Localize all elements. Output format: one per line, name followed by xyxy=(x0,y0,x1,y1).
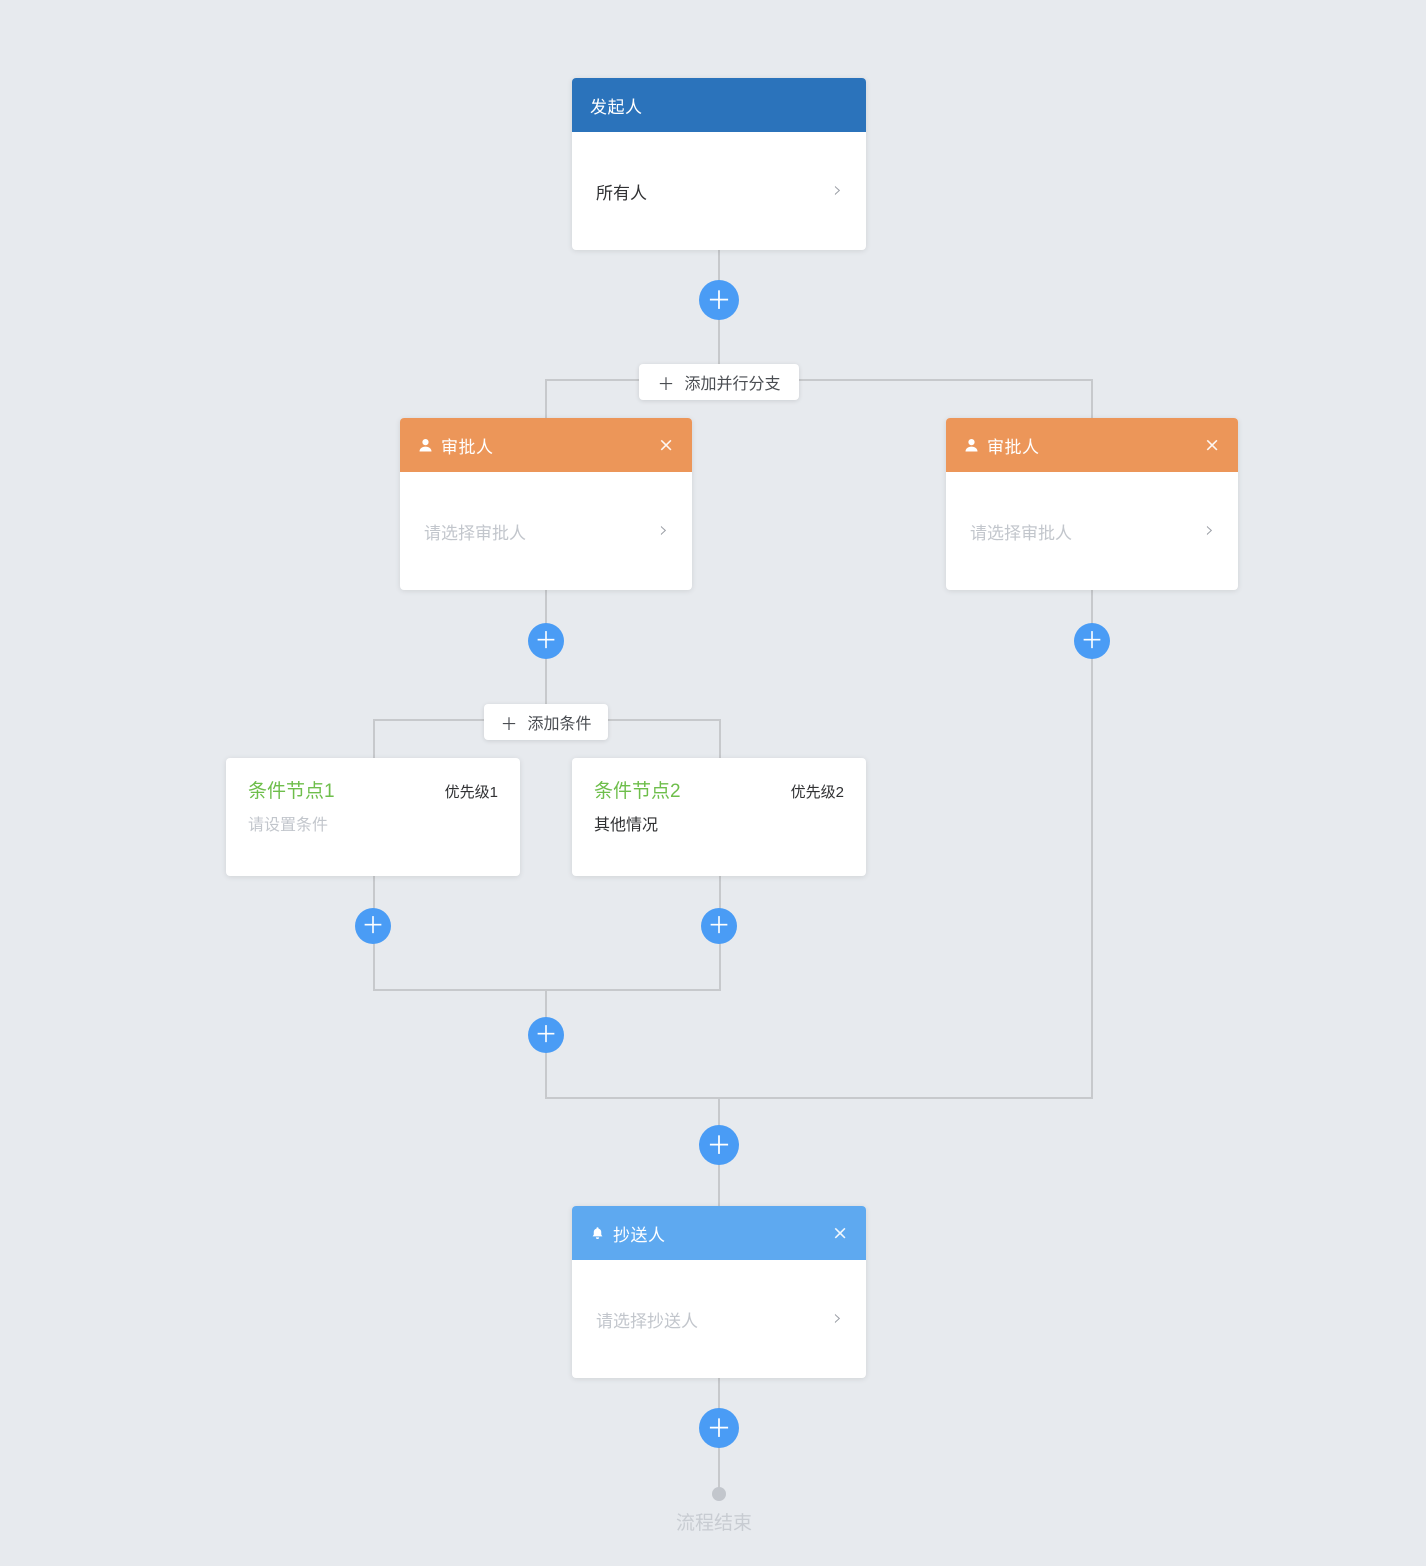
approver-node-2[interactable]: 审批人 × 请选择审批人 › xyxy=(946,418,1238,590)
connector-parallel-merge-horizontal xyxy=(545,1097,1093,1099)
add-node-button-after-approver-1[interactable]: ＋ xyxy=(528,623,564,659)
condition-node-1-top: 条件节点1 优先级1 xyxy=(248,776,498,803)
condition-node-1-priority: 优先级1 xyxy=(444,784,498,801)
connector-condition-2-drop xyxy=(719,719,721,759)
approver-node-2-header: 审批人 × xyxy=(946,418,1238,472)
close-icon[interactable]: × xyxy=(658,433,674,456)
initiator-node[interactable]: 发起人 所有人 › xyxy=(572,78,866,250)
condition-node-1[interactable]: 条件节点1 优先级1 请设置条件 xyxy=(226,758,520,876)
plus-icon: ＋ xyxy=(706,1413,732,1443)
plus-icon: ＋ xyxy=(534,627,558,654)
cc-node-title: 抄送人 xyxy=(613,1225,666,1245)
close-icon[interactable]: × xyxy=(832,1221,848,1244)
add-parallel-branch-label: 添加并行分支 xyxy=(684,376,781,393)
cc-node[interactable]: 抄送人 × 请选择抄送人 › xyxy=(572,1206,866,1378)
approver-node-1-header: 审批人 × xyxy=(400,418,692,472)
connector-condition-merge-horizontal xyxy=(373,989,721,991)
connector-condition-1-drop xyxy=(373,719,375,759)
condition-node-1-title: 条件节点1 xyxy=(248,781,335,802)
chevron-right-icon: › xyxy=(659,518,668,543)
plus-icon: ＋ xyxy=(706,1130,732,1160)
add-node-button-after-approver-2[interactable]: ＋ xyxy=(1074,623,1110,659)
add-node-button-after-condition-2[interactable]: ＋ xyxy=(701,908,737,944)
user-icon xyxy=(418,438,433,453)
plus-icon: ＋ xyxy=(657,374,675,395)
chevron-right-icon: › xyxy=(833,178,842,203)
add-node-button-after-condition-1[interactable]: ＋ xyxy=(355,908,391,944)
add-parallel-branch-button[interactable]: ＋ 添加并行分支 xyxy=(639,364,799,400)
connector-parallel-right-drop xyxy=(1091,379,1093,419)
user-icon xyxy=(964,438,979,453)
add-condition-label: 添加条件 xyxy=(527,716,592,733)
plus-icon: ＋ xyxy=(534,1021,558,1048)
add-node-button-after-condition-merge[interactable]: ＋ xyxy=(528,1017,564,1053)
add-condition-button[interactable]: ＋ 添加条件 xyxy=(484,704,608,740)
cc-node-body[interactable]: 请选择抄送人 › xyxy=(572,1260,866,1378)
initiator-value: 所有人 xyxy=(596,183,647,203)
connector-parallel-split-horizontal xyxy=(545,379,1092,381)
initiator-node-header: 发起人 xyxy=(572,78,866,132)
approver-node-1-body[interactable]: 请选择审批人 › xyxy=(400,472,692,590)
plus-icon: ＋ xyxy=(707,912,731,939)
approver-node-1-placeholder: 请选择审批人 xyxy=(424,523,526,543)
end-node-label: 流程结束 xyxy=(676,1513,753,1534)
cc-node-header: 抄送人 × xyxy=(572,1206,866,1260)
plus-icon: ＋ xyxy=(500,714,518,735)
condition-node-2-text: 其他情况 xyxy=(594,817,659,834)
close-icon[interactable]: × xyxy=(1204,433,1220,456)
approver-node-2-placeholder: 请选择审批人 xyxy=(970,523,1072,543)
add-node-button-after-parallel-merge[interactable]: ＋ xyxy=(699,1125,739,1165)
chevron-right-icon: › xyxy=(1205,518,1214,543)
chevron-right-icon: › xyxy=(833,1306,842,1331)
approver-node-2-title: 审批人 xyxy=(987,437,1040,457)
condition-node-2-priority: 优先级2 xyxy=(790,784,844,801)
condition-node-2-title: 条件节点2 xyxy=(594,781,681,802)
end-node-dot xyxy=(712,1487,726,1501)
connector-approver-right-to-parallel-merge xyxy=(1091,590,1093,1099)
add-node-button-after-cc[interactable]: ＋ xyxy=(699,1408,739,1448)
approver-node-1[interactable]: 审批人 × 请选择审批人 › xyxy=(400,418,692,590)
condition-node-2-top: 条件节点2 优先级2 xyxy=(594,776,844,803)
plus-icon: ＋ xyxy=(706,285,732,315)
approver-node-1-title: 审批人 xyxy=(441,437,494,457)
plus-icon: ＋ xyxy=(361,912,385,939)
cc-node-placeholder: 请选择抄送人 xyxy=(596,1311,698,1331)
condition-node-2[interactable]: 条件节点2 优先级2 其他情况 xyxy=(572,758,866,876)
connector-parallel-left-drop xyxy=(545,379,547,419)
condition-node-1-text: 请设置条件 xyxy=(248,817,329,834)
initiator-node-title: 发起人 xyxy=(590,97,643,117)
plus-icon: ＋ xyxy=(1080,627,1104,654)
add-node-button-after-initiator[interactable]: ＋ xyxy=(699,280,739,320)
approver-node-2-body[interactable]: 请选择审批人 › xyxy=(946,472,1238,590)
bell-icon xyxy=(590,1226,605,1241)
initiator-node-body[interactable]: 所有人 › xyxy=(572,132,866,250)
